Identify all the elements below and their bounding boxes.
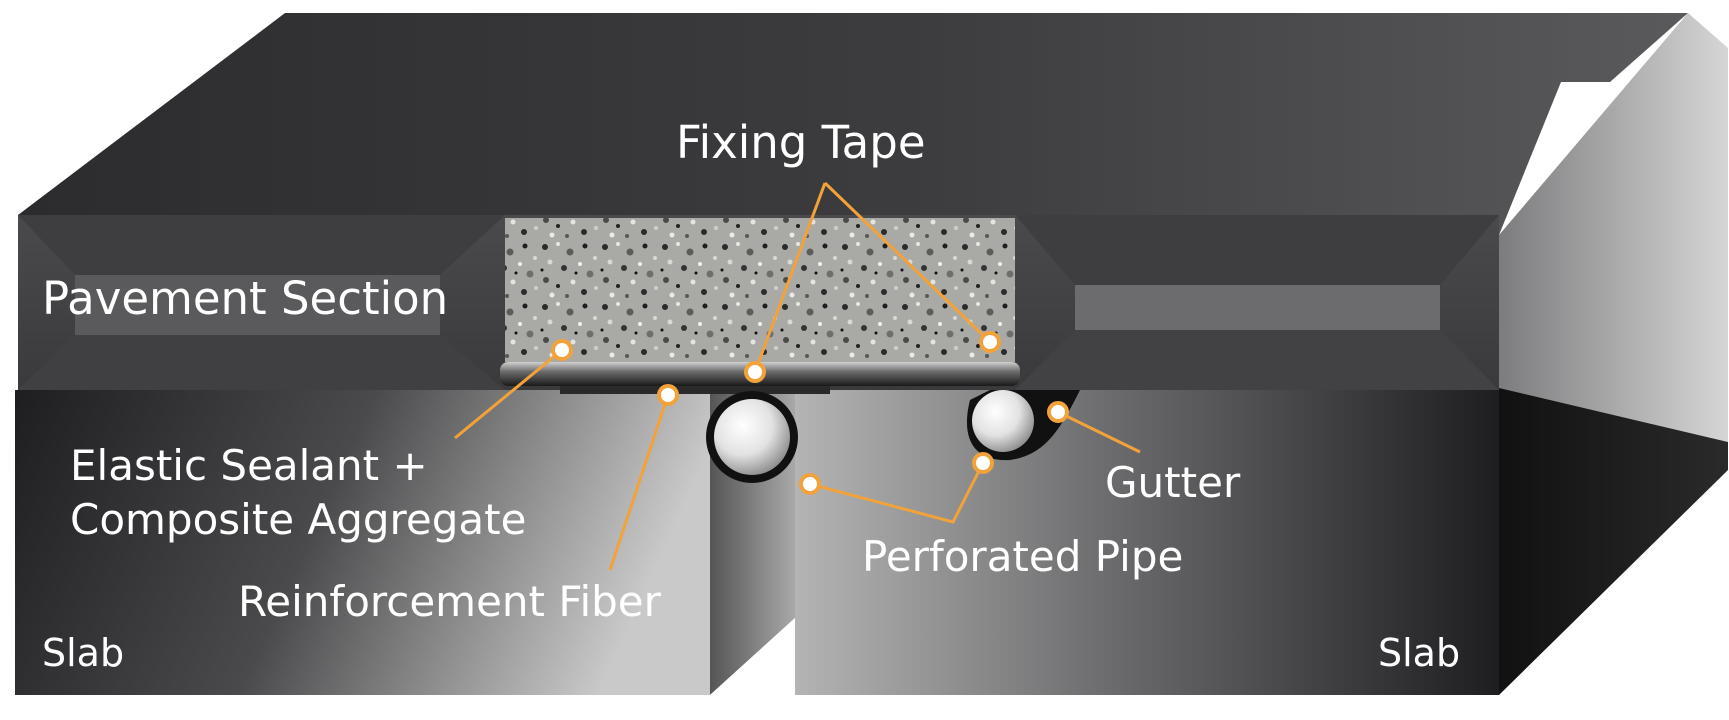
pavement-left-bevel-bottom	[18, 335, 505, 390]
block-right-side-upper	[1499, 13, 1728, 442]
elastic-sealant	[505, 218, 1015, 362]
label-gutter: Gutter	[1105, 458, 1241, 507]
callout-lines	[454, 181, 1141, 571]
dot-perforated-pipe-right	[972, 452, 994, 474]
dot-perforated-pipe-left	[799, 473, 821, 495]
label-elastic-sealant-line2: Composite Aggregate	[70, 495, 527, 544]
block-top-face	[18, 13, 1688, 235]
dot-elastic-sealant	[551, 339, 573, 361]
dot-reinforcement-fiber	[657, 384, 679, 406]
slab-right	[795, 390, 1499, 695]
callout-fixing-tape-right	[823, 181, 992, 344]
pavement-right-inset	[1075, 285, 1440, 330]
slab-gap-wall	[710, 618, 795, 695]
pavement-left-bevel	[18, 215, 505, 275]
pavement-right-bevel-bottom	[1015, 330, 1499, 390]
pavement-left-inset	[75, 275, 440, 335]
dot-fixing-tape-left	[744, 361, 766, 383]
block-right-side-lower	[1499, 388, 1728, 695]
callout-gutter	[1057, 410, 1141, 454]
reinforcement-fiber-strip	[560, 386, 830, 394]
dot-fixing-tape-right	[979, 331, 1001, 353]
label-elastic-sealant-line1: Elastic Sealant +	[70, 441, 428, 490]
callout-reinforcement-fiber	[608, 394, 670, 571]
label-perforated-pipe: Perforated Pipe	[862, 532, 1184, 581]
label-fixing-tape: Fixing Tape	[676, 116, 926, 169]
pavement-right-bevel	[1015, 215, 1499, 285]
callout-perforated-pipe	[809, 462, 985, 524]
label-reinforcement-fiber: Reinforcement Fiber	[238, 577, 661, 626]
callout-elastic-sealant	[454, 348, 563, 440]
label-slab-right: Slab	[1378, 631, 1461, 675]
callout-fixing-tape-left	[753, 182, 827, 373]
perforated-pipe-right	[972, 390, 1034, 452]
label-slab-left: Slab	[42, 631, 125, 675]
perforated-pipe-left	[714, 399, 790, 475]
label-pavement-section: Pavement Section	[42, 272, 449, 325]
slab-left	[15, 390, 710, 695]
dot-gutter	[1047, 401, 1069, 423]
callout-dots	[551, 331, 1069, 495]
